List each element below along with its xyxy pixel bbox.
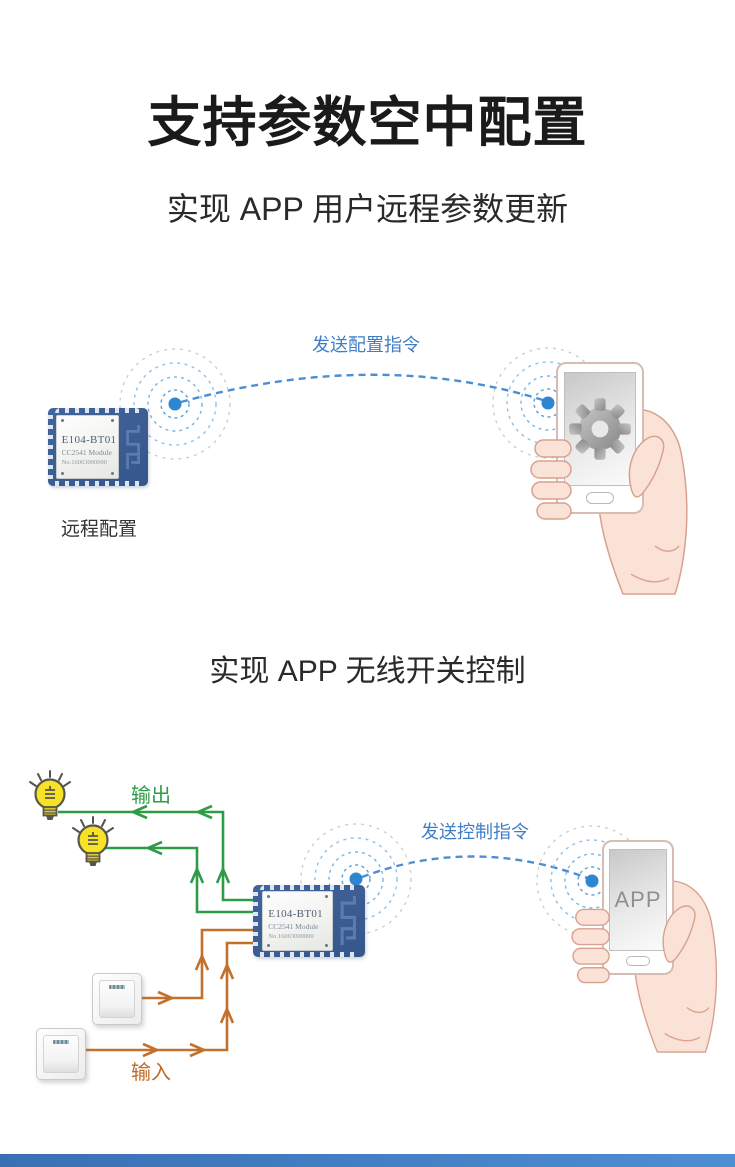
screw-dot [111, 471, 114, 475]
module-pins [260, 952, 358, 957]
module-serial: No.16063000000 [61, 458, 107, 466]
page-subtitle: 实现 APP 用户远程参数更新 [166, 191, 569, 227]
output-label: 输出 [131, 785, 171, 807]
home-button [586, 492, 614, 504]
wall-switch [92, 973, 142, 1025]
ble-module: E104-BT01 CC2541 Module No.16063000000 [48, 408, 148, 486]
antenna-trace-icon [340, 896, 356, 946]
output-wires [58, 804, 253, 914]
module-label: E104-BT01 CC2541 Module No.16063000000 [56, 415, 119, 479]
module-label: E104-BT01 CC2541 Module No.16063000000 [261, 891, 333, 951]
switch-slot [53, 1040, 69, 1044]
send-control-label: 发送控制指令 [421, 822, 529, 842]
module-chip: CC2541 Module [268, 922, 319, 932]
send-config-label: 发送配置指令 [312, 335, 420, 355]
module-chip: CC2541 Module [61, 447, 112, 457]
screw-dot [61, 419, 64, 423]
screw-dot [324, 895, 328, 899]
module-name: E104-BT01 [268, 908, 323, 921]
module-serial: No.16063000000 [268, 933, 314, 941]
input-wires [84, 928, 253, 1058]
hand-with-phone: APP [548, 826, 724, 1053]
hand-with-phone [505, 350, 695, 595]
screw-dot [111, 419, 114, 423]
page-title: 支持参数空中配置 [147, 93, 588, 153]
screw-dot [61, 471, 64, 475]
app-label: APP [614, 887, 662, 912]
module-pins [253, 892, 258, 950]
bottom-accent-bar [0, 1154, 735, 1167]
module-name: E104-BT01 [61, 433, 117, 446]
input-label: 输入 [131, 1062, 171, 1084]
module-pins [55, 408, 141, 413]
gear-icon [569, 398, 631, 460]
light-bulb-icon [29, 770, 71, 820]
switch-rocker [43, 1035, 79, 1073]
home-button [626, 956, 650, 966]
smartphone: APP [602, 840, 674, 975]
screw-dot [266, 895, 270, 899]
screw-dot [324, 943, 328, 947]
phone-screen: APP [609, 849, 667, 951]
radio-waves-icon [119, 348, 231, 460]
light-bulb-icon [72, 816, 114, 866]
ble-module: E104-BT01 CC2541 Module No.16063000000 [253, 885, 365, 957]
signal-arc-config [180, 373, 547, 404]
module-pins [260, 885, 358, 890]
module-pins [48, 415, 53, 479]
hand-front [571, 905, 696, 984]
screw-dot [266, 943, 270, 947]
switch-rocker [99, 980, 135, 1018]
module-pins [55, 481, 141, 486]
section2-title: 实现 APP 无线开关控制 [209, 655, 526, 688]
hand-front [530, 435, 665, 520]
remote-config-caption: 远程配置 [61, 519, 138, 540]
phone-screen [564, 372, 636, 486]
wall-switch [36, 1028, 86, 1080]
antenna-trace-icon [126, 424, 140, 469]
signal-arc-control [361, 855, 591, 881]
switch-slot [109, 985, 125, 989]
